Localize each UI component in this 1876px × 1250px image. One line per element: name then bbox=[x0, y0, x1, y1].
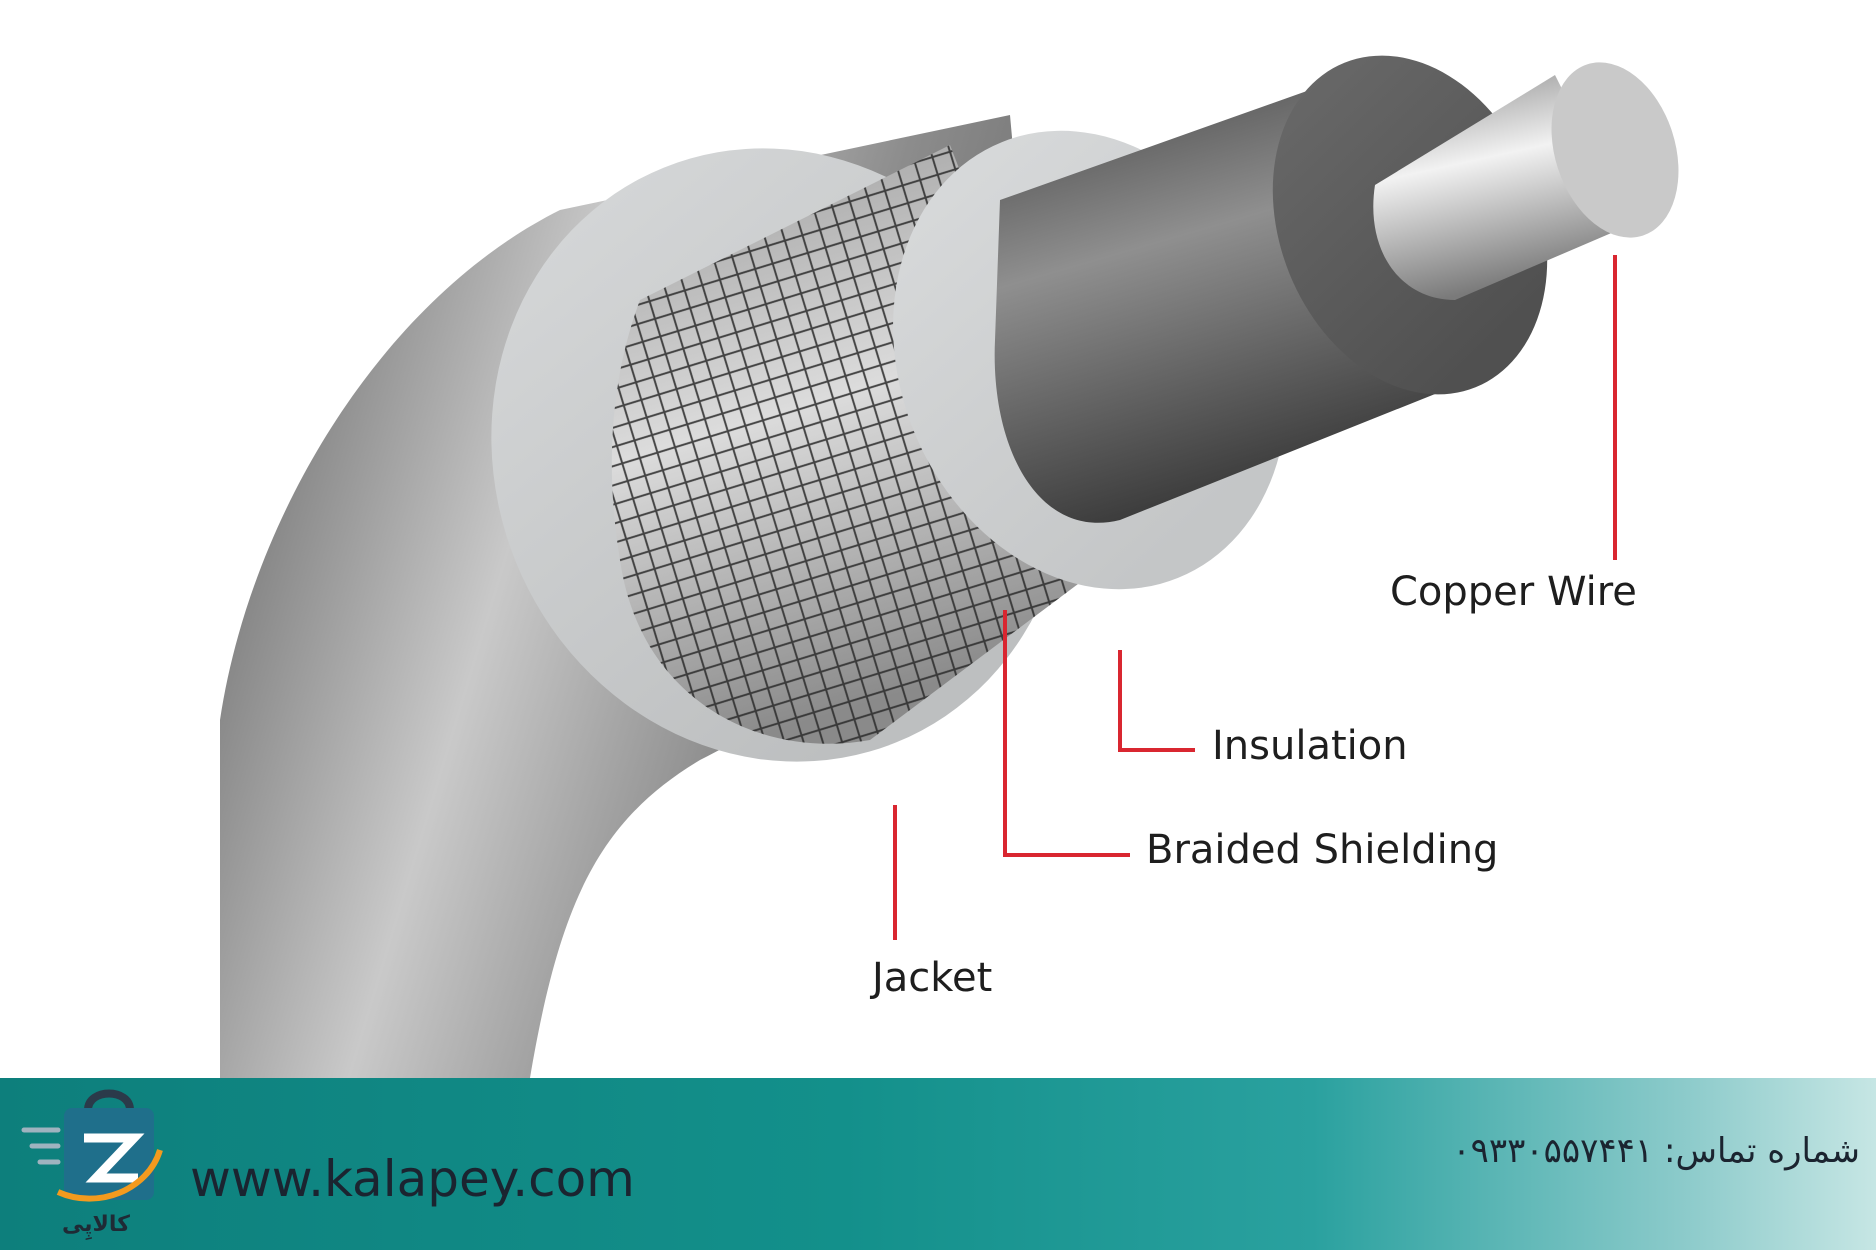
leader-braided-shielding bbox=[1003, 610, 1130, 857]
leader-insulation bbox=[1118, 650, 1195, 752]
footer-banner bbox=[0, 1078, 1876, 1250]
core-face bbox=[1551, 62, 1679, 238]
kalapey-logo bbox=[21, 1089, 163, 1202]
website-link[interactable]: www.kalapey.com bbox=[190, 1150, 635, 1208]
speed-lines-icon bbox=[21, 1127, 61, 1165]
contact-phone: شماره تماس: ۰۹۳۳۰۵۵۷۴۴۱ bbox=[1452, 1131, 1860, 1171]
logo-mark-icon bbox=[84, 1133, 145, 1183]
label-copper-wire: Copper Wire bbox=[1390, 569, 1637, 615]
logo-text: کالاپِی bbox=[62, 1212, 130, 1237]
logo-swoosh-icon bbox=[56, 1149, 163, 1202]
label-insulation: Insulation bbox=[1212, 723, 1408, 769]
label-jacket: Jacket bbox=[872, 955, 993, 1001]
coaxial-cable-diagram bbox=[220, 55, 1679, 1078]
label-braided-shielding: Braided Shielding bbox=[1146, 827, 1499, 873]
shopping-bag-icon bbox=[64, 1108, 154, 1200]
bag-handle-icon bbox=[84, 1089, 134, 1111]
